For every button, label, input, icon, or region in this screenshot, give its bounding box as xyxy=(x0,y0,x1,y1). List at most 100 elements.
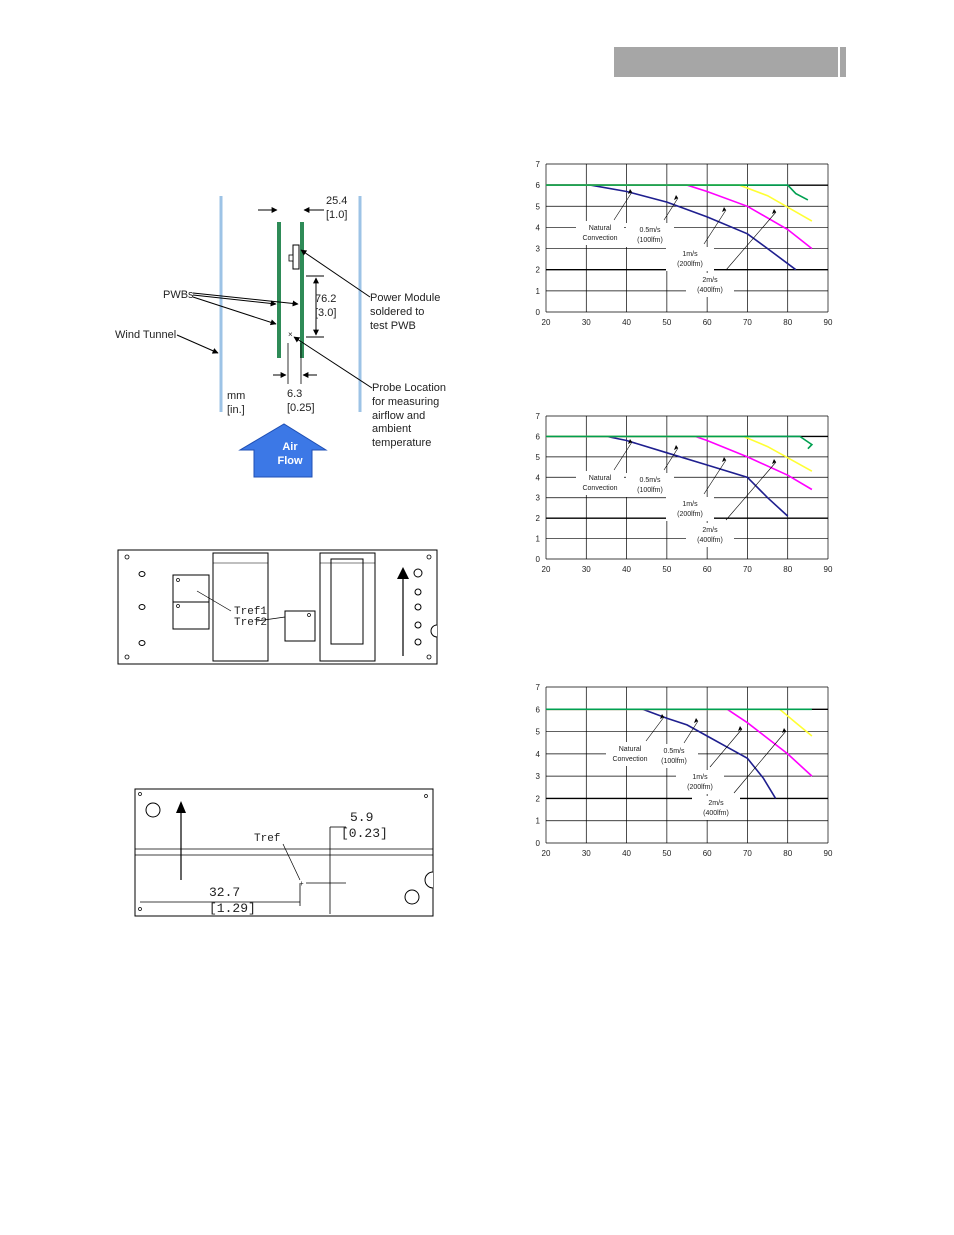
units-mm: mm xyxy=(227,390,245,402)
y-tick-label: 1 xyxy=(536,817,541,826)
pwbs-leader-2 xyxy=(192,296,277,326)
label-tref2: Tref2 xyxy=(234,617,267,629)
series-line-0 xyxy=(642,708,777,799)
x-tick-label: 90 xyxy=(824,849,833,858)
y-tick-label: 0 xyxy=(536,308,541,317)
x-tick-label: 90 xyxy=(824,318,833,327)
annotation-bg xyxy=(686,523,734,547)
annotation-label: 1m/s xyxy=(682,251,698,258)
y-tick-label: 2 xyxy=(536,514,541,523)
series-line-3 xyxy=(546,184,809,201)
hole xyxy=(426,554,432,560)
annotation-arrow xyxy=(663,197,679,221)
y-tick-label: 2 xyxy=(536,794,541,803)
y-tick-label: 4 xyxy=(536,750,541,759)
y-tick-label: 1 xyxy=(536,287,541,296)
probe-text-3: airflow and xyxy=(372,410,425,422)
annotation-label: Natural xyxy=(619,746,642,753)
annotation-label: 0.5m/s xyxy=(639,477,661,484)
x-tick-label: 40 xyxy=(622,318,631,327)
pin xyxy=(414,621,422,629)
annotation-bg xyxy=(606,742,654,766)
annotation-label: Convection xyxy=(612,756,647,763)
x-tick-label: 50 xyxy=(662,565,671,574)
annotation-arrow-head xyxy=(782,728,786,733)
annotation-label: 2m/s xyxy=(702,277,718,284)
series-line-0 xyxy=(546,184,797,271)
annotation-arrow-head xyxy=(628,189,632,194)
dim-spacing-value: 25.4 xyxy=(326,195,347,207)
annotation-label: (100lfm) xyxy=(637,237,663,244)
pwbs-leader-3 xyxy=(192,292,299,307)
annotation-label: Natural xyxy=(589,475,612,482)
hole xyxy=(138,792,142,796)
dim-probe-inch: [0.25] xyxy=(287,402,315,414)
header-bar-end xyxy=(840,47,846,77)
x-tick-label: 20 xyxy=(542,565,551,574)
probe-text-2: for measuring xyxy=(372,396,439,408)
y-tick-label: 5 xyxy=(536,202,541,211)
x-tick-label: 80 xyxy=(783,318,792,327)
x-tick-label: 50 xyxy=(662,318,671,327)
component-tref2 xyxy=(172,601,210,630)
annotation-arrow-head xyxy=(722,457,726,462)
y-tick-label: 6 xyxy=(536,181,541,190)
x-tick-label: 40 xyxy=(622,849,631,858)
series-line-2 xyxy=(546,184,813,222)
probe-text-1: Probe Location xyxy=(372,382,446,394)
annotation-arrow-head xyxy=(738,726,742,731)
probe-text-5: temperature xyxy=(372,437,431,449)
board2-notch xyxy=(424,871,434,889)
annotation-arrow xyxy=(725,211,777,271)
annotation-arrow xyxy=(683,720,699,744)
annotation-arrow xyxy=(703,209,727,245)
wind-tunnel-diagram: × 25.4 [1.0] 76.2 [3.0] 6.3 [0.25] PWBs … xyxy=(115,195,446,478)
hole xyxy=(426,654,432,660)
hole xyxy=(124,554,130,560)
y-tick-label: 7 xyxy=(536,683,541,692)
pin xyxy=(138,571,146,577)
annotation-arrow-head xyxy=(694,718,698,723)
annotation-label: (100lfm) xyxy=(661,758,687,765)
tref-leader xyxy=(282,843,301,881)
dim-height-inch: [3.0] xyxy=(315,307,336,319)
module-pin xyxy=(288,254,294,262)
y-tick-label: 3 xyxy=(536,494,541,503)
annotation-label: Convection xyxy=(582,235,617,242)
annotation-arrow-head xyxy=(772,459,776,464)
dim-y-value: 5.9 xyxy=(350,810,373,825)
y-tick-label: 5 xyxy=(536,453,541,462)
y-tick-label: 7 xyxy=(536,412,541,421)
tref-point: + xyxy=(299,879,304,888)
dim-height-value: 76.2 xyxy=(315,293,336,305)
annotation-label: 1m/s xyxy=(692,774,708,781)
x-tick-label: 50 xyxy=(662,849,671,858)
wind-tunnel-leader xyxy=(176,334,219,354)
dim-probe-value: 6.3 xyxy=(287,388,302,400)
probe-leader xyxy=(293,336,373,389)
airflow-label-2: Flow xyxy=(277,455,302,467)
annotation-arrow xyxy=(613,441,633,471)
annotation-bg xyxy=(666,247,714,271)
annotation-bg xyxy=(692,796,740,820)
annotation-label: (200lfm) xyxy=(687,784,713,791)
airflow-arrow-head xyxy=(397,567,409,579)
annotation-arrow-head xyxy=(772,209,776,214)
label-wind-tunnel: Wind Tunnel xyxy=(115,329,176,341)
y-tick-label: 4 xyxy=(536,223,541,232)
annotation-label: (400lfm) xyxy=(703,810,729,817)
annotation-label: 2m/s xyxy=(708,800,724,807)
series-line-3 xyxy=(546,435,814,450)
y-tick-label: 2 xyxy=(536,266,541,275)
tref-leader-2 xyxy=(256,616,286,622)
label-tref1: Tref1 xyxy=(234,606,267,618)
x-tick-label: 80 xyxy=(783,565,792,574)
series-line-2 xyxy=(546,435,813,472)
annotation-bg xyxy=(626,473,674,497)
pin xyxy=(138,604,146,610)
dim-x-value: 32.7 xyxy=(209,885,240,900)
y-tick-label: 0 xyxy=(536,555,541,564)
x-tick-label: 30 xyxy=(582,318,591,327)
